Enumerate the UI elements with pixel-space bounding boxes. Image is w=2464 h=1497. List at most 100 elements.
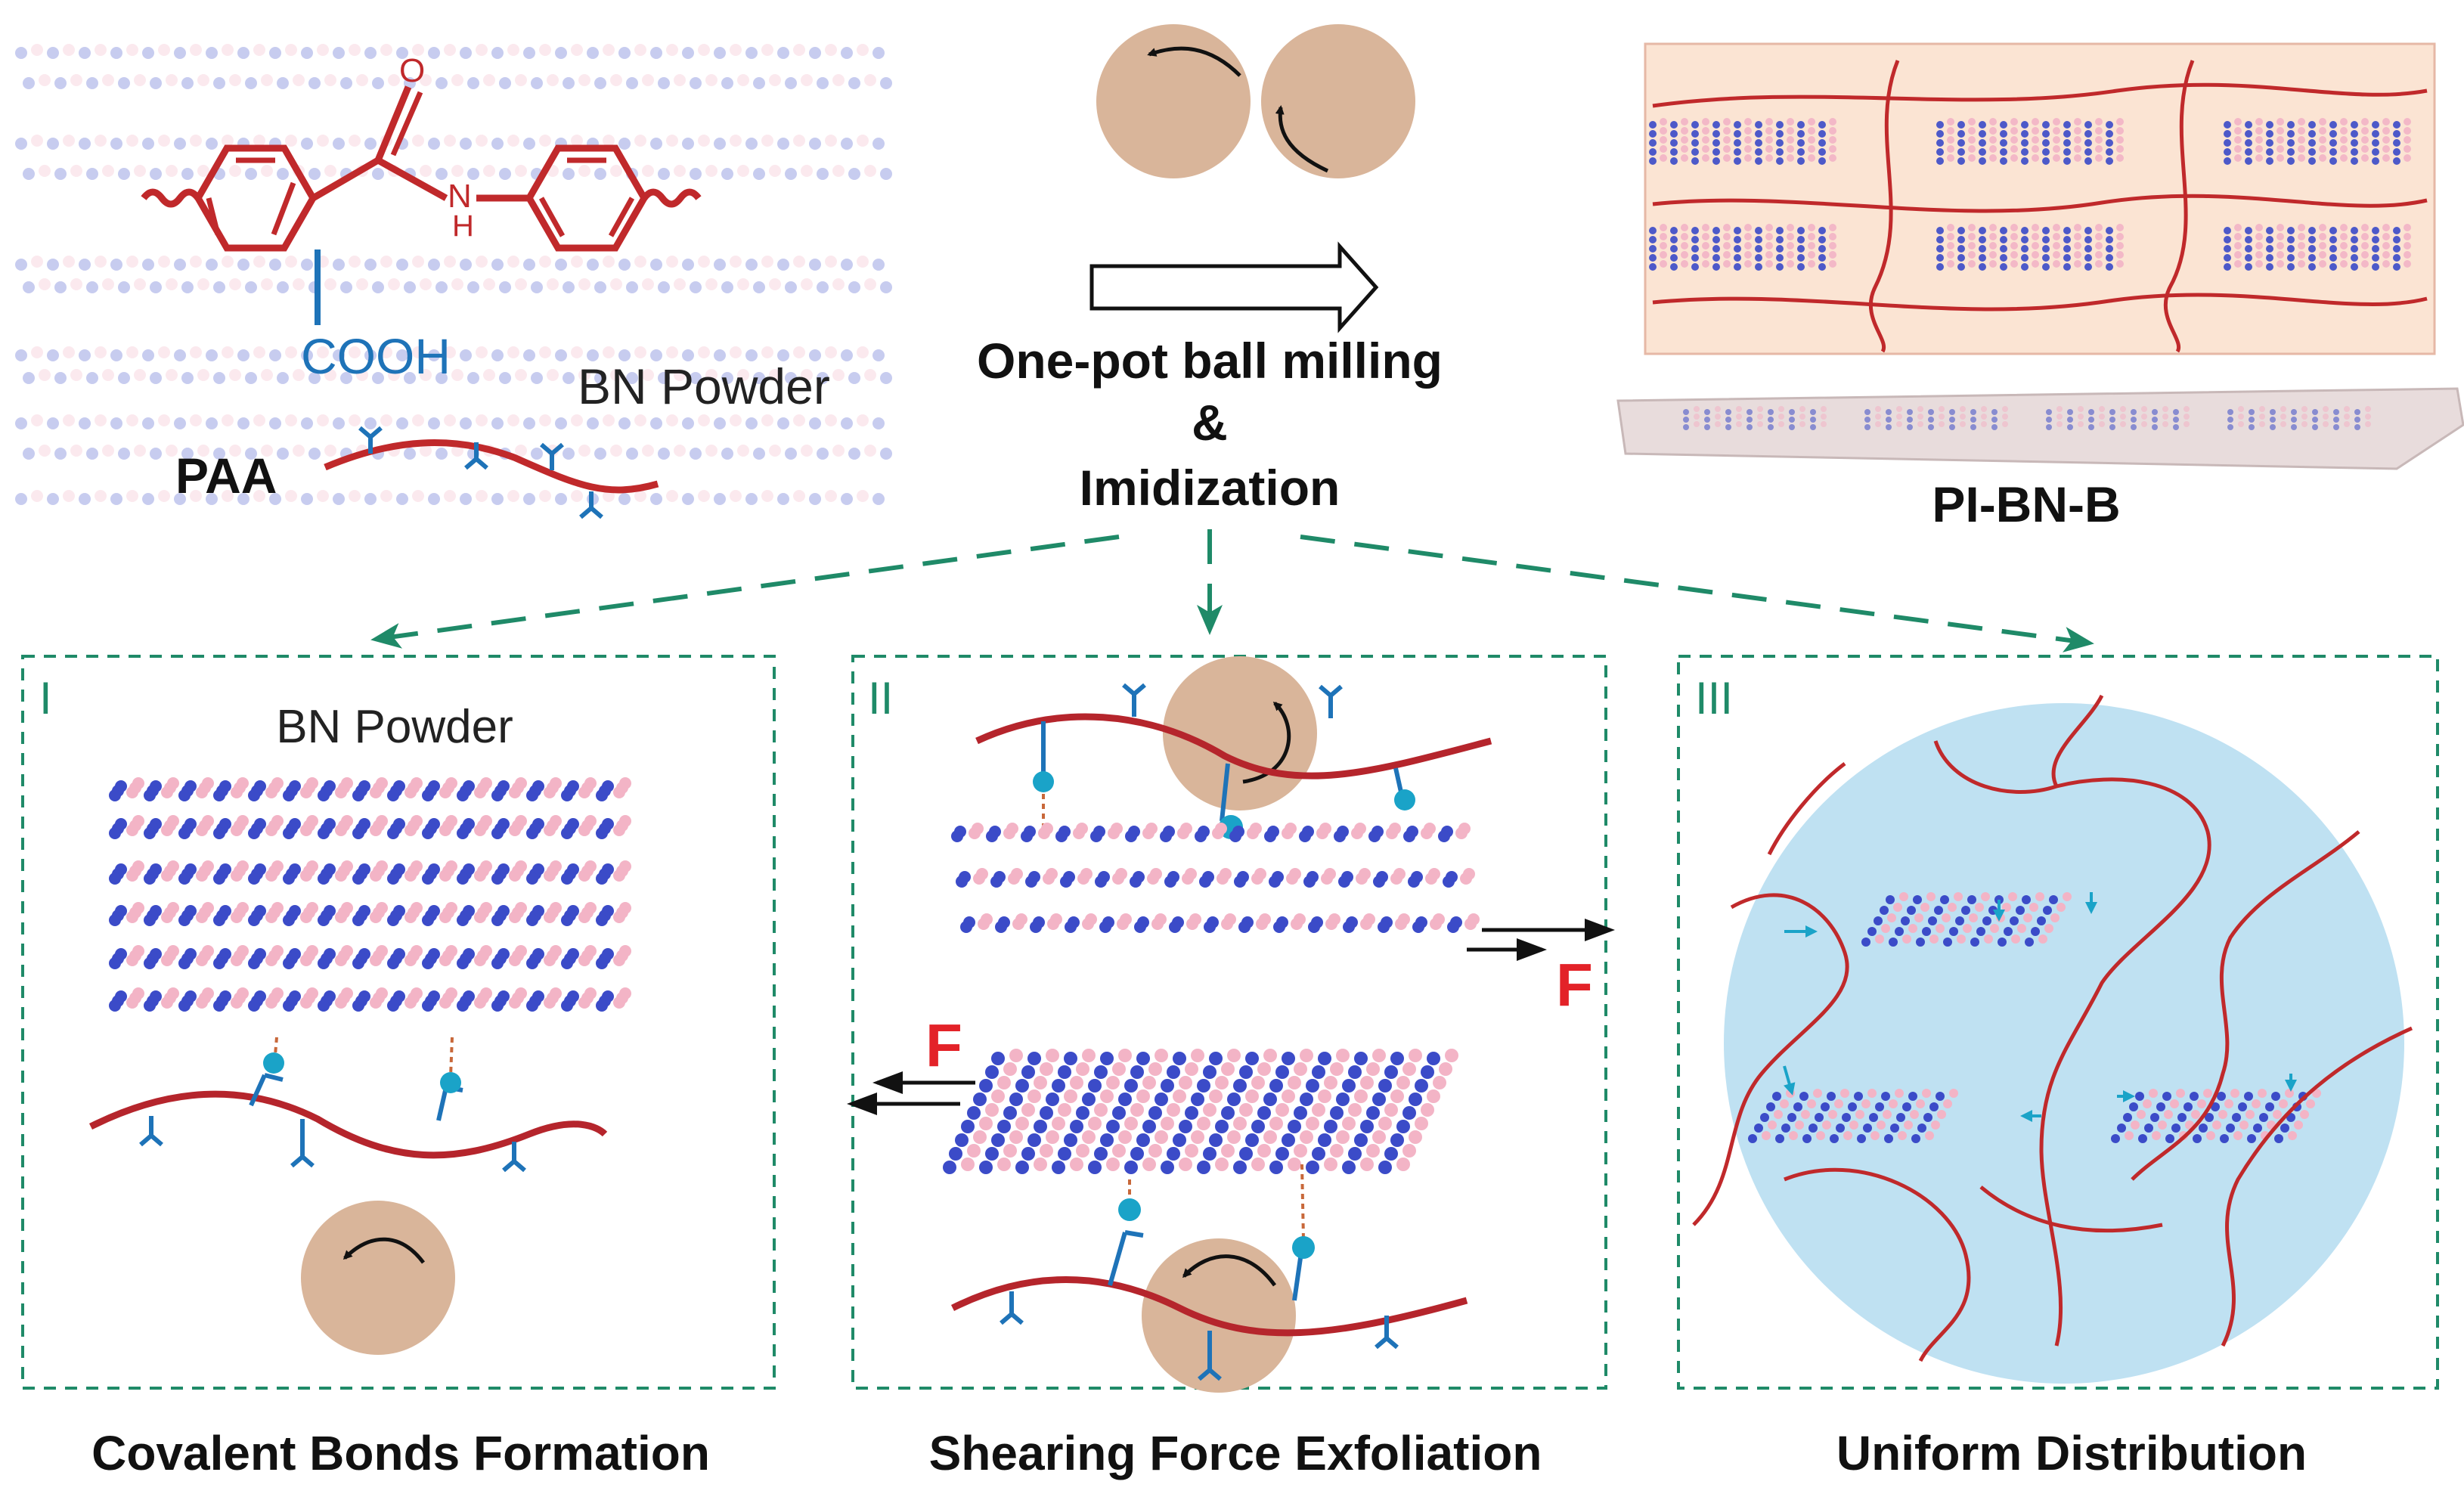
bn-atom-row <box>1683 406 1827 415</box>
bn-atom-row <box>1936 154 2124 165</box>
force-label-right: F <box>1556 951 1593 1018</box>
bn-atom-row <box>2224 118 2411 129</box>
bn-background-layer <box>23 74 892 89</box>
panel-ii-frame <box>851 655 1607 1390</box>
bn-sheet-panel-ii-top <box>956 868 1475 888</box>
bn-atom-row <box>1683 421 1827 430</box>
panel-i-caption: Covalent Bonds Formation <box>91 1426 710 1480</box>
bn-atom-row <box>943 1158 1410 1174</box>
bn-background-layer <box>23 278 892 293</box>
carbonyl-oxygen-label: O <box>399 52 425 89</box>
bn-atom-row <box>2224 224 2411 234</box>
bn-atom-row <box>109 954 625 969</box>
bn-layers-panel-ii-top <box>951 823 1480 933</box>
bn-atom-row <box>2224 127 2411 138</box>
paa-chain-panel-ii-top <box>975 683 1492 839</box>
linker-arrows-panel-iii <box>1783 892 2297 1122</box>
bn-atom-row <box>1936 242 2124 253</box>
bn-atom-row <box>949 1144 1416 1161</box>
shear-force-left <box>847 1071 975 1115</box>
bn-sheet-panel-i <box>109 860 631 885</box>
milling-balls-top <box>1096 24 1415 178</box>
pi-bn-b-label: PI-BN-B <box>1932 476 2120 532</box>
bn-atom-row <box>1936 224 2124 234</box>
bn-atom-row <box>2224 233 2411 243</box>
amide-hydrogen-label: H <box>452 209 474 243</box>
bn-atom-row <box>1936 251 2124 262</box>
bn-background-layer <box>15 256 885 271</box>
bn-sheet-panel-ii-top <box>960 913 1480 933</box>
bn-atom-row <box>1760 1110 1946 1122</box>
bn-atom-row <box>109 824 625 839</box>
bn-atom-row <box>991 1049 1458 1065</box>
bn-atom-row <box>1683 414 1827 423</box>
bn-atom-row <box>2046 414 2190 423</box>
process-label-line1: One-pot ball milling <box>977 333 1443 389</box>
bn-atom-row <box>2224 260 2411 271</box>
film-side-bn-flake <box>1864 406 2008 430</box>
bn-atom-row <box>1748 1131 1934 1143</box>
bn-atom-row <box>2227 414 2371 423</box>
bn-atom-row <box>2224 251 2411 262</box>
bn-atom-row <box>1649 127 1836 138</box>
bn-atom-row <box>1772 1089 1958 1101</box>
film-bn-flake <box>1649 224 1836 271</box>
bn-atom-row <box>15 490 885 505</box>
bn-atom-row <box>951 827 1468 842</box>
bn-atom-row <box>15 414 885 429</box>
bn-atom-row <box>109 911 625 926</box>
bn-sheet-panel-i <box>109 902 631 926</box>
bn-atom-row <box>109 869 625 885</box>
bn-atom-row <box>1867 924 2053 936</box>
film-bn-flake <box>1649 118 1836 165</box>
bn-stack-panel-i <box>109 777 631 1012</box>
paa-repeat-unit-structure <box>141 85 702 252</box>
bn-atom-row <box>1936 136 2124 147</box>
bn-background-layer <box>15 135 885 150</box>
bn-atom-row <box>2224 136 2411 147</box>
panel-ii-roman: II <box>868 673 893 724</box>
panel-iii-caption: Uniform Distribution <box>1836 1426 2307 1480</box>
bn-atom-row <box>1864 406 2008 415</box>
bn-atom-row <box>15 135 885 150</box>
bn-atom-row <box>967 1103 1434 1120</box>
panel-iii-roman: III <box>1695 673 1733 724</box>
bn-atom-row <box>23 445 892 460</box>
bn-atom-row <box>973 1089 1440 1106</box>
bn-atom-row <box>960 918 1477 933</box>
process-label-line3: Imidization <box>1080 460 1340 516</box>
bn-background-layer <box>23 165 892 180</box>
bn-atom-row <box>1886 892 2072 904</box>
cooh-label: COOH <box>301 328 451 384</box>
process-arrow <box>1089 241 1379 333</box>
bn-atom-row <box>2123 1110 2309 1122</box>
milling-ball-panel-ii-bottom <box>1142 1238 1296 1393</box>
bn-background-layer <box>15 414 885 429</box>
bn-flake <box>2111 1089 2321 1143</box>
bn-atom-row <box>2129 1099 2315 1111</box>
bn-atom-row <box>961 1117 1428 1133</box>
bn-atom-row <box>1649 242 1836 253</box>
film-bn-flake <box>2224 224 2411 271</box>
bn-atom-row <box>23 165 892 180</box>
bn-atom-row <box>2224 242 2411 253</box>
bn-atom-row <box>109 996 625 1012</box>
bn-atom-row <box>1936 145 2124 156</box>
bn-atom-row <box>109 786 625 801</box>
bn-background-layer <box>15 490 885 505</box>
bn-stack-panel-ii-bottom <box>943 1049 1458 1174</box>
bn-stack-sheet <box>943 1049 1458 1174</box>
bn-atom-row <box>1649 118 1836 129</box>
bn-atom-row <box>23 278 892 293</box>
film-bn-flake <box>1936 118 2124 165</box>
bn-atom-row <box>2135 1089 2321 1101</box>
bn-background-layer <box>15 346 885 361</box>
panel-ii-caption: Shearing Force Exfoliation <box>929 1426 1542 1480</box>
bn-background-layer <box>15 44 885 59</box>
bn-powder-background <box>15 44 892 505</box>
bn-atom-row <box>15 256 885 271</box>
bn-powder-label-panel-i: BN Powder <box>276 701 513 753</box>
bn-powder-label-top: BN Powder <box>578 358 830 414</box>
panel-i-roman: I <box>39 673 52 724</box>
